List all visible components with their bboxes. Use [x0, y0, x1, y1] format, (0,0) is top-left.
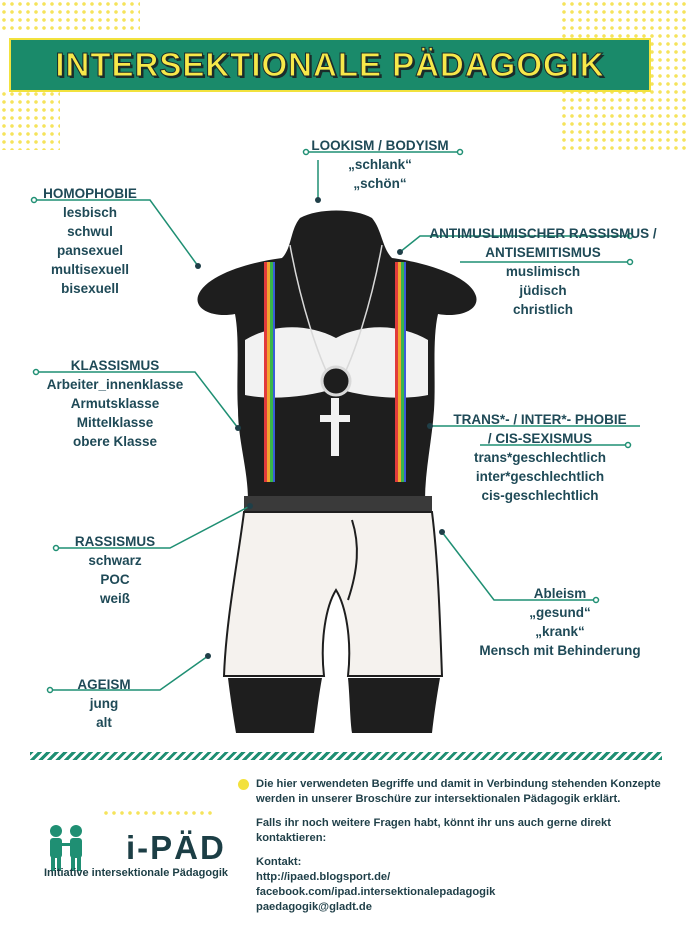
label-item: bisexuell [61, 281, 119, 296]
contact-link-blog[interactable]: http://ipaed.blogsport.de/ [256, 871, 391, 883]
bullet-icon [238, 779, 249, 790]
label-head: LOOKISM / BODYISM [311, 138, 449, 153]
label-item: „gesund“ [529, 605, 591, 620]
label-head: HOMOPHOBIE [43, 186, 137, 201]
label-head: RASSISMUS [74, 534, 156, 549]
label-item: Mensch mit Behinderung [479, 643, 641, 658]
label-homophobie: HOMOPHOBIE lesbisch schwul pansexuel mul… [30, 184, 150, 298]
label-item: „schlank“ [348, 157, 412, 172]
contact-list: Kontakt: http://ipaed.blogsport.de/ face… [256, 855, 666, 915]
contact-link-email[interactable]: paedagogik@gladt.de [256, 901, 372, 913]
divider-stripe [30, 752, 662, 760]
label-head: Ableism [533, 586, 587, 601]
label-item: Mittelklasse [76, 415, 154, 430]
info-paragraph-2: Falls ihr noch weitere Fragen habt, könn… [256, 817, 611, 844]
page-title: INTERSEKTIONALE PÄDAGOGIK [55, 46, 605, 84]
dot-pattern-top-left [0, 0, 140, 30]
label-head: ANTIMUSLIMISCHER RASSISMUS / [429, 226, 657, 241]
label-item: „schön“ [353, 176, 407, 191]
label-item: christlich [512, 302, 574, 317]
ipaed-logo: i-PÄD Initiative intersektionale Pädagog… [42, 809, 242, 885]
label-lookism: LOOKISM / BODYISM „schlank“ „schön“ [290, 136, 470, 193]
label-head-2: / CIS-SEXISMUS [487, 431, 593, 446]
info-paragraph-1: Die hier verwendeten Begriffe und damit … [256, 778, 661, 805]
label-item: alt [96, 715, 112, 730]
info-block: Die hier verwendeten Begriffe und damit … [238, 777, 666, 915]
children-icon [50, 825, 82, 871]
logo-name: i-PÄD [126, 829, 226, 866]
label-head: KLASSISMUS [70, 358, 160, 373]
label-head: AGEISM [77, 677, 131, 692]
contact-link-facebook[interactable]: facebook.com/ipad.intersektionalepadagog… [256, 886, 496, 898]
label-item: schwul [67, 224, 113, 239]
label-trans: TRANS*- / INTER*- PHOBIE / CIS-SEXISMUS … [440, 410, 640, 505]
logo-dots [102, 809, 212, 819]
label-head: TRANS*- / INTER*- PHOBIE [453, 412, 627, 427]
label-item: cis-geschlechtlich [481, 488, 599, 503]
label-item: pansexuel [56, 243, 124, 258]
label-item: inter*geschlechtlich [475, 469, 605, 484]
contact-label: Kontakt: [256, 856, 302, 868]
label-item: obere Klasse [72, 434, 158, 449]
label-item: lesbisch [62, 205, 118, 220]
label-item: weiß [99, 591, 130, 606]
label-ableism: Ableism „gesund“ „krank“ Mensch mit Behi… [460, 584, 660, 660]
label-item: muslimisch [505, 264, 581, 279]
title-banner: INTERSEKTIONALE PÄDAGOGIK [9, 38, 651, 92]
label-item: jung [89, 696, 119, 711]
label-ageism: AGEISM jung alt [50, 675, 158, 732]
label-item: schwarz [88, 553, 142, 568]
label-item: trans*geschlechtlich [473, 450, 607, 465]
label-item: multisexuell [50, 262, 130, 277]
label-item: jüdisch [519, 283, 567, 298]
label-head-2: ANTISEMITISMUS [485, 245, 601, 260]
label-antimuslim: ANTIMUSLIMISCHER RASSISMUS / ANTISEMITIS… [418, 224, 668, 319]
label-item: Arbeiter_innenklasse [46, 377, 184, 392]
label-rassismus: RASSISMUS schwarz POC weiß [56, 532, 174, 608]
logo-subtitle: Initiative intersektionale Pädagogik [44, 867, 228, 879]
label-item: Armutsklasse [70, 396, 160, 411]
label-item: „krank“ [535, 624, 585, 639]
dot-pattern-left [0, 90, 60, 150]
label-item: POC [100, 572, 130, 587]
label-klassismus: KLASSISMUS Arbeiter_innenklasse Armutskl… [30, 356, 200, 451]
